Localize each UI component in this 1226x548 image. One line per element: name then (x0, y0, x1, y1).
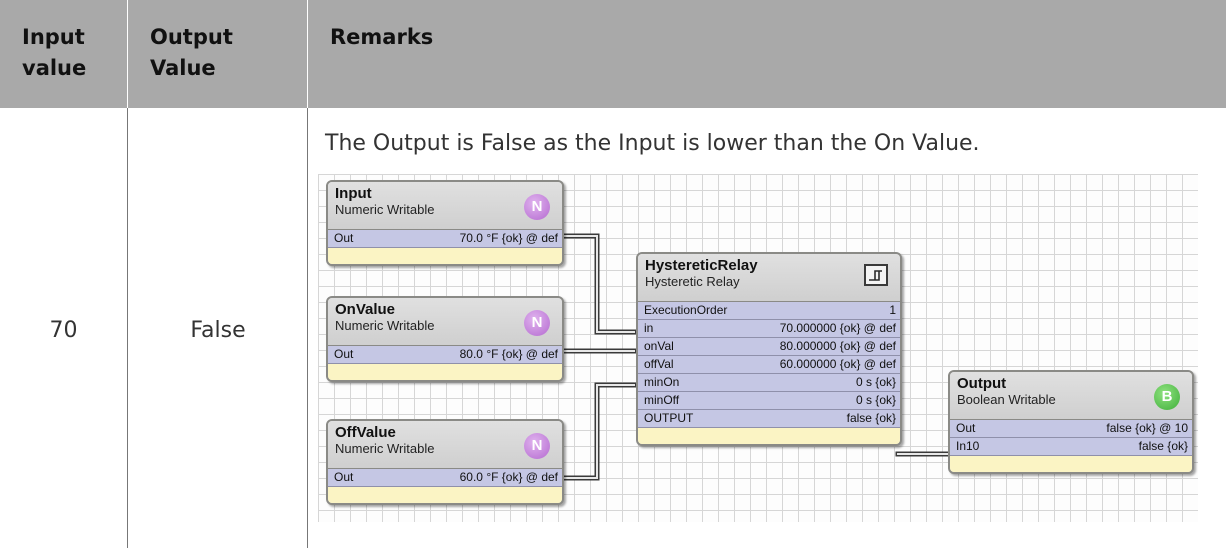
header-output-line1: Output (150, 25, 233, 49)
boolean-badge-icon: B (1154, 384, 1180, 410)
slot-execution-order[interactable]: ExecutionOrder 1 (638, 302, 900, 320)
slot-label: in (644, 321, 654, 335)
slot-value: 80.0 °F {ok} @ def (459, 347, 558, 361)
slot-label: onVal (644, 339, 674, 353)
slot-value: 1 (889, 303, 896, 317)
slot-label: Out (334, 470, 354, 484)
slot-label: In10 (956, 439, 980, 453)
block-header: Input Numeric Writable N (328, 182, 562, 230)
wire-sheet-diagram: Input Numeric Writable N Out 70.0 °F {ok… (318, 174, 1198, 522)
hysteresis-icon (864, 264, 888, 286)
block-subtitle: Numeric Writable (335, 318, 435, 333)
header-divider (307, 0, 308, 108)
slot-value: 70.0 °F {ok} @ def (459, 231, 558, 245)
numeric-badge-icon: N (524, 310, 550, 336)
slot-out[interactable]: Out 60.0 °F {ok} @ def (328, 469, 562, 487)
block-subtitle: Numeric Writable (335, 202, 435, 217)
slot-in[interactable]: in 70.000000 {ok} @ def (638, 320, 900, 338)
block-footer (328, 364, 562, 380)
column-divider (307, 0, 308, 548)
slot-output[interactable]: OUTPUT false {ok} (638, 410, 900, 428)
slot-value: false {ok} @ 10 (1106, 421, 1188, 435)
slot-label: offVal (644, 357, 674, 371)
block-subtitle: Boolean Writable (957, 392, 1056, 407)
onvalue-block[interactable]: OnValue Numeric Writable N Out 80.0 °F {… (326, 296, 564, 382)
hysteretic-relay-block[interactable]: HystereticRelay Hysteretic Relay Executi… (636, 252, 902, 446)
block-header: OffValue Numeric Writable N (328, 421, 562, 469)
block-header: HystereticRelay Hysteretic Relay (638, 254, 900, 302)
header-input-line1: Input (22, 25, 85, 49)
header-divider (127, 0, 128, 108)
block-subtitle: Hysteretic Relay (645, 274, 740, 289)
header-input-line2: value (22, 56, 87, 80)
slot-minon[interactable]: minOn 0 s {ok} (638, 374, 900, 392)
header-input-value: Input value (0, 0, 128, 108)
relay-slot-list: ExecutionOrder 1 in 70.000000 {ok} @ def o… (638, 302, 900, 428)
numeric-badge-icon: N (524, 194, 550, 220)
slot-label: Out (334, 347, 354, 361)
block-title: OffValue (335, 424, 396, 441)
input-block[interactable]: Input Numeric Writable N Out 70.0 °F {ok… (326, 180, 564, 266)
block-footer (328, 248, 562, 264)
slot-label: ExecutionOrder (644, 303, 728, 317)
block-footer (328, 487, 562, 503)
slot-label: OUTPUT (644, 411, 694, 425)
block-title: Output (957, 375, 1007, 392)
output-block[interactable]: Output Boolean Writable B Out false {ok} … (948, 370, 1194, 474)
block-title: HystereticRelay (645, 257, 758, 274)
slot-label: Out (334, 231, 354, 245)
slot-offval[interactable]: offVal 60.000000 {ok} @ def (638, 356, 900, 374)
slot-value: false {ok} (846, 411, 896, 425)
slot-value: 60.000000 {ok} @ def (779, 357, 896, 371)
input-value-cell: 70 (49, 318, 78, 343)
slot-out[interactable]: Out false {ok} @ 10 (950, 420, 1192, 438)
numeric-badge-icon: N (524, 433, 550, 459)
header-remarks-label: Remarks (330, 25, 434, 49)
block-subtitle: Numeric Writable (335, 441, 435, 456)
column-divider (127, 0, 128, 548)
slot-minoff[interactable]: minOff 0 s {ok} (638, 392, 900, 410)
output-value-cell: False (190, 318, 246, 343)
header-remarks: Remarks (308, 0, 1226, 108)
slot-value: 80.000000 {ok} @ def (779, 339, 896, 353)
slot-out[interactable]: Out 80.0 °F {ok} @ def (328, 346, 562, 364)
header-output-value: Output Value (128, 0, 308, 108)
slot-value: 70.000000 {ok} @ def (779, 321, 896, 335)
slot-label: minOn (644, 375, 680, 389)
slot-value: false {ok} (1138, 439, 1188, 453)
slot-value: 0 s {ok} (855, 393, 896, 407)
header-output-line2: Value (150, 56, 216, 80)
slot-out[interactable]: Out 70.0 °F {ok} @ def (328, 230, 562, 248)
slot-onval[interactable]: onVal 80.000000 {ok} @ def (638, 338, 900, 356)
block-header: OnValue Numeric Writable N (328, 298, 562, 346)
block-title: Input (335, 185, 372, 202)
slot-value: 60.0 °F {ok} @ def (459, 470, 558, 484)
slot-label: minOff (644, 393, 680, 407)
slot-label: Out (956, 421, 976, 435)
slot-in10[interactable]: In10 false {ok} (950, 438, 1192, 456)
block-header: Output Boolean Writable B (950, 372, 1192, 420)
slot-value: 0 s {ok} (855, 375, 896, 389)
block-title: OnValue (335, 301, 396, 318)
block-footer (950, 456, 1192, 472)
offvalue-block[interactable]: OffValue Numeric Writable N Out 60.0 °F … (326, 419, 564, 505)
link-wires (559, 233, 951, 481)
remarks-text: The Output is False as the Input is lowe… (325, 131, 980, 156)
block-footer (638, 428, 900, 444)
